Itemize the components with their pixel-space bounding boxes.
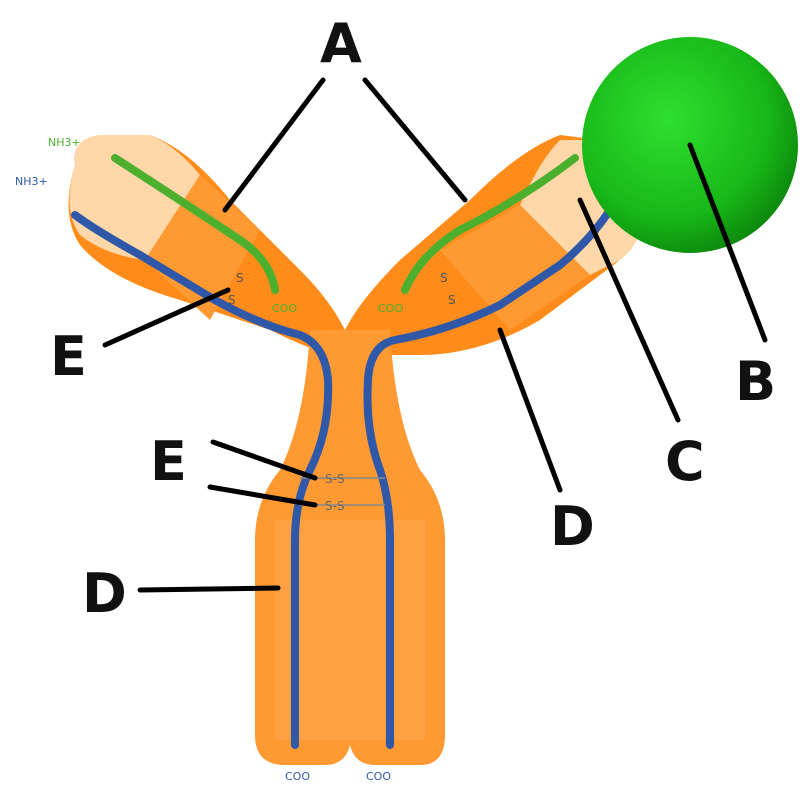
pointer-d-upper (500, 330, 560, 490)
label-e-left: E (50, 325, 87, 388)
right-arm-s-bottom: S (448, 293, 456, 307)
label-d-lower: D (82, 562, 127, 625)
left-arm-s-bottom: S (228, 293, 236, 307)
hinge-ss-bottom: S-S (325, 499, 345, 513)
label-b: B (735, 350, 776, 413)
coo-bottom-left-label: COO (285, 770, 310, 783)
right-arm-s-top: S (440, 271, 448, 285)
pointer-a-left (225, 80, 323, 210)
label-d-upper: D (550, 495, 595, 558)
label-c: C (665, 430, 705, 493)
pointer-a-right (365, 80, 465, 200)
hinge-ss-top: S-S (325, 472, 345, 486)
coo-left-arm-label: COO (272, 302, 297, 315)
label-a: A (320, 12, 362, 75)
pointer-d-lower (140, 588, 278, 590)
nh3-blue-label: NH3+ (15, 175, 48, 188)
coo-right-arm-label: COO (378, 302, 403, 315)
label-e-center: E (150, 430, 187, 493)
coo-bottom-right-label: COO (366, 770, 391, 783)
left-arm-s-top: S (236, 271, 244, 285)
nh3-green-label: NH3+ (48, 136, 81, 149)
